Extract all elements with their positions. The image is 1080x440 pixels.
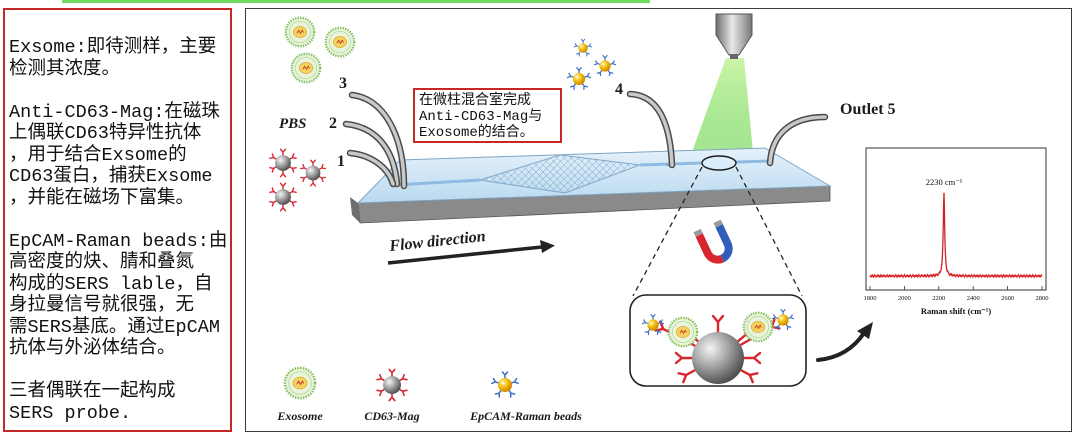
diagram-canvas: 3 2 1 PBS 4 Outlet 5 Flow direction [269,13,1049,423]
note-line: 需SERS基底。通过EpCAM [9,316,220,338]
legend-label-epcam-raman-beads: EpCAM-Raman beads [469,409,582,423]
epcam-raman-bead-icon [566,67,592,91]
note-line: 上偶联CD63特异性抗体 [9,123,202,144]
spectrum-x-axis-label: Raman shift (cm⁻¹) [921,306,991,316]
spectrum-tick-label: 2000 [898,295,911,302]
spectrum-tick-label: 2600 [1001,295,1014,302]
spectrum-tick-label: 2400 [967,295,980,302]
outlet-channel [735,159,773,164]
flow-direction-arrow [387,245,543,265]
note-line: 构成的SERS lable，自 [9,273,213,295]
note-anti-cd63-mag: Anti-CD63-Mag:在磁珠 上偶联CD63特异性抗体 ，用于结合Exso… [9,102,230,210]
laser-beam [688,58,754,163]
exosome-icon [324,26,356,58]
tube-inlet-1-inner [348,151,395,186]
exosome-icon [284,16,316,48]
detection-zone [701,155,737,171]
callout-line: Anti-CD63-Mag与 [419,109,543,125]
objective-lens-icon [715,13,753,56]
note-line: ，并能在磁场下富集。 [9,187,195,209]
note-exosome: Exsome:即待测样，主要 检测其浓度。 [9,37,230,80]
exosome-icon [742,311,774,343]
magnetic-bead [692,332,744,384]
result-arrowhead [857,322,873,339]
note-line: 身拉曼信号就很强，无 [9,295,195,316]
tube-inlet-3-inner [350,93,406,188]
zoom-line-right [735,166,803,297]
flow-direction-arrowhead [540,240,555,253]
spectrum-line [869,192,1043,279]
note-line: 高密度的炔、腈和叠氮 [9,252,195,273]
note-line: 三者偶联在一起构成 [9,381,176,402]
tube-inlet-2-inner [344,122,399,186]
objective-tip [730,54,738,59]
inlet-2-label: 2 [329,115,337,132]
note-line: EpCAM-Raman beads:由 [9,230,228,252]
inlet-3-label: 3 [339,75,347,92]
note-line: SERS probe. [9,402,132,424]
legend-label-exosome: Exosome [276,409,323,423]
annotation-notes-box: Exsome:即待测样，主要 检测其浓度。 Anti-CD63-Mag:在磁珠 … [3,8,232,432]
spectrum-ticks: 1800 2000 2200 2400 2600 2800 [864,286,1049,302]
raman-spectrum-inset: 2230 cm⁻¹ 1800 2000 2200 2400 2600 2800 Raman… [864,147,1049,316]
microfluidic-sers-diagram: 3 2 1 PBS 4 Outlet 5 Flow direction [245,8,1072,432]
exosome-icon [283,366,317,400]
note-line: Exsome:即待测样，主要 [9,37,217,58]
flow-direction-label: Flow direction [388,228,487,255]
result-arrow [816,331,866,362]
spectrum-tick-label: 2200 [932,295,945,302]
note-epcam-raman-beads: EpCAM-Raman beads:由 高密度的炔、腈和叠氮 构成的SERS l… [9,231,230,360]
note-line: CD63蛋白，捕获Exsome [9,166,213,187]
note-line: 检测其浓度。 [9,58,121,80]
note-line: Anti-CD63-Mag:在磁珠 [9,101,220,123]
pbs-label: PBS [279,116,307,132]
tube-outlet-5-inner [768,115,827,165]
magnet-icon [693,219,733,264]
callout-line: Exosome的结合。 [419,125,534,141]
epcam-raman-bead-icon [491,371,519,398]
cd63-mag-bead-icon [300,159,326,187]
legend-label-cd63-mag: CD63-Mag [364,409,419,423]
callout-line: 在微柱混合室完成 [419,93,531,109]
zoom-line-left [632,166,703,297]
spectrum-tick-label: 1800 [864,295,877,302]
spectrum-tick-label: 2800 [1036,295,1049,302]
cd63-mag-bead-icon [269,148,297,178]
inlet-1-label: 1 [337,153,345,170]
mixing-chamber-callout: 在微柱混合室完成 Anti-CD63-Mag与 Exosome的结合。 [413,88,562,143]
exosome-icon [290,52,322,84]
sers-probe-zoom-box [629,294,807,387]
inlet-4-label: 4 [615,81,623,98]
spectrum-frame [865,147,1047,291]
epcam-raman-bead-icon [573,38,593,57]
note-line: 抗体与外泌体结合。 [9,338,176,359]
legend: Exosome CD63-Mag EpCAM-Raman beads [276,366,582,423]
exosome-icon [667,316,699,348]
outlet-5-label: Outlet 5 [840,101,896,118]
inlet-channel [395,178,481,187]
note-sers-probe: 三者偶联在一起构成 SERS probe. [9,381,230,424]
cd63-mag-bead-icon [376,368,408,402]
epcam-raman-bead-icon [593,54,617,77]
spectrum-peak-label: 2230 cm⁻¹ [926,177,963,187]
cd63-mag-bead-icon [269,182,297,212]
note-line: ，用于结合Exsome的 [9,144,187,166]
tube-inlet-4-inner [628,92,674,167]
top-highlight-strip [62,0,650,3]
chip-side-face [350,197,360,223]
tubing [342,90,829,190]
microfluidic-chip [350,147,832,224]
